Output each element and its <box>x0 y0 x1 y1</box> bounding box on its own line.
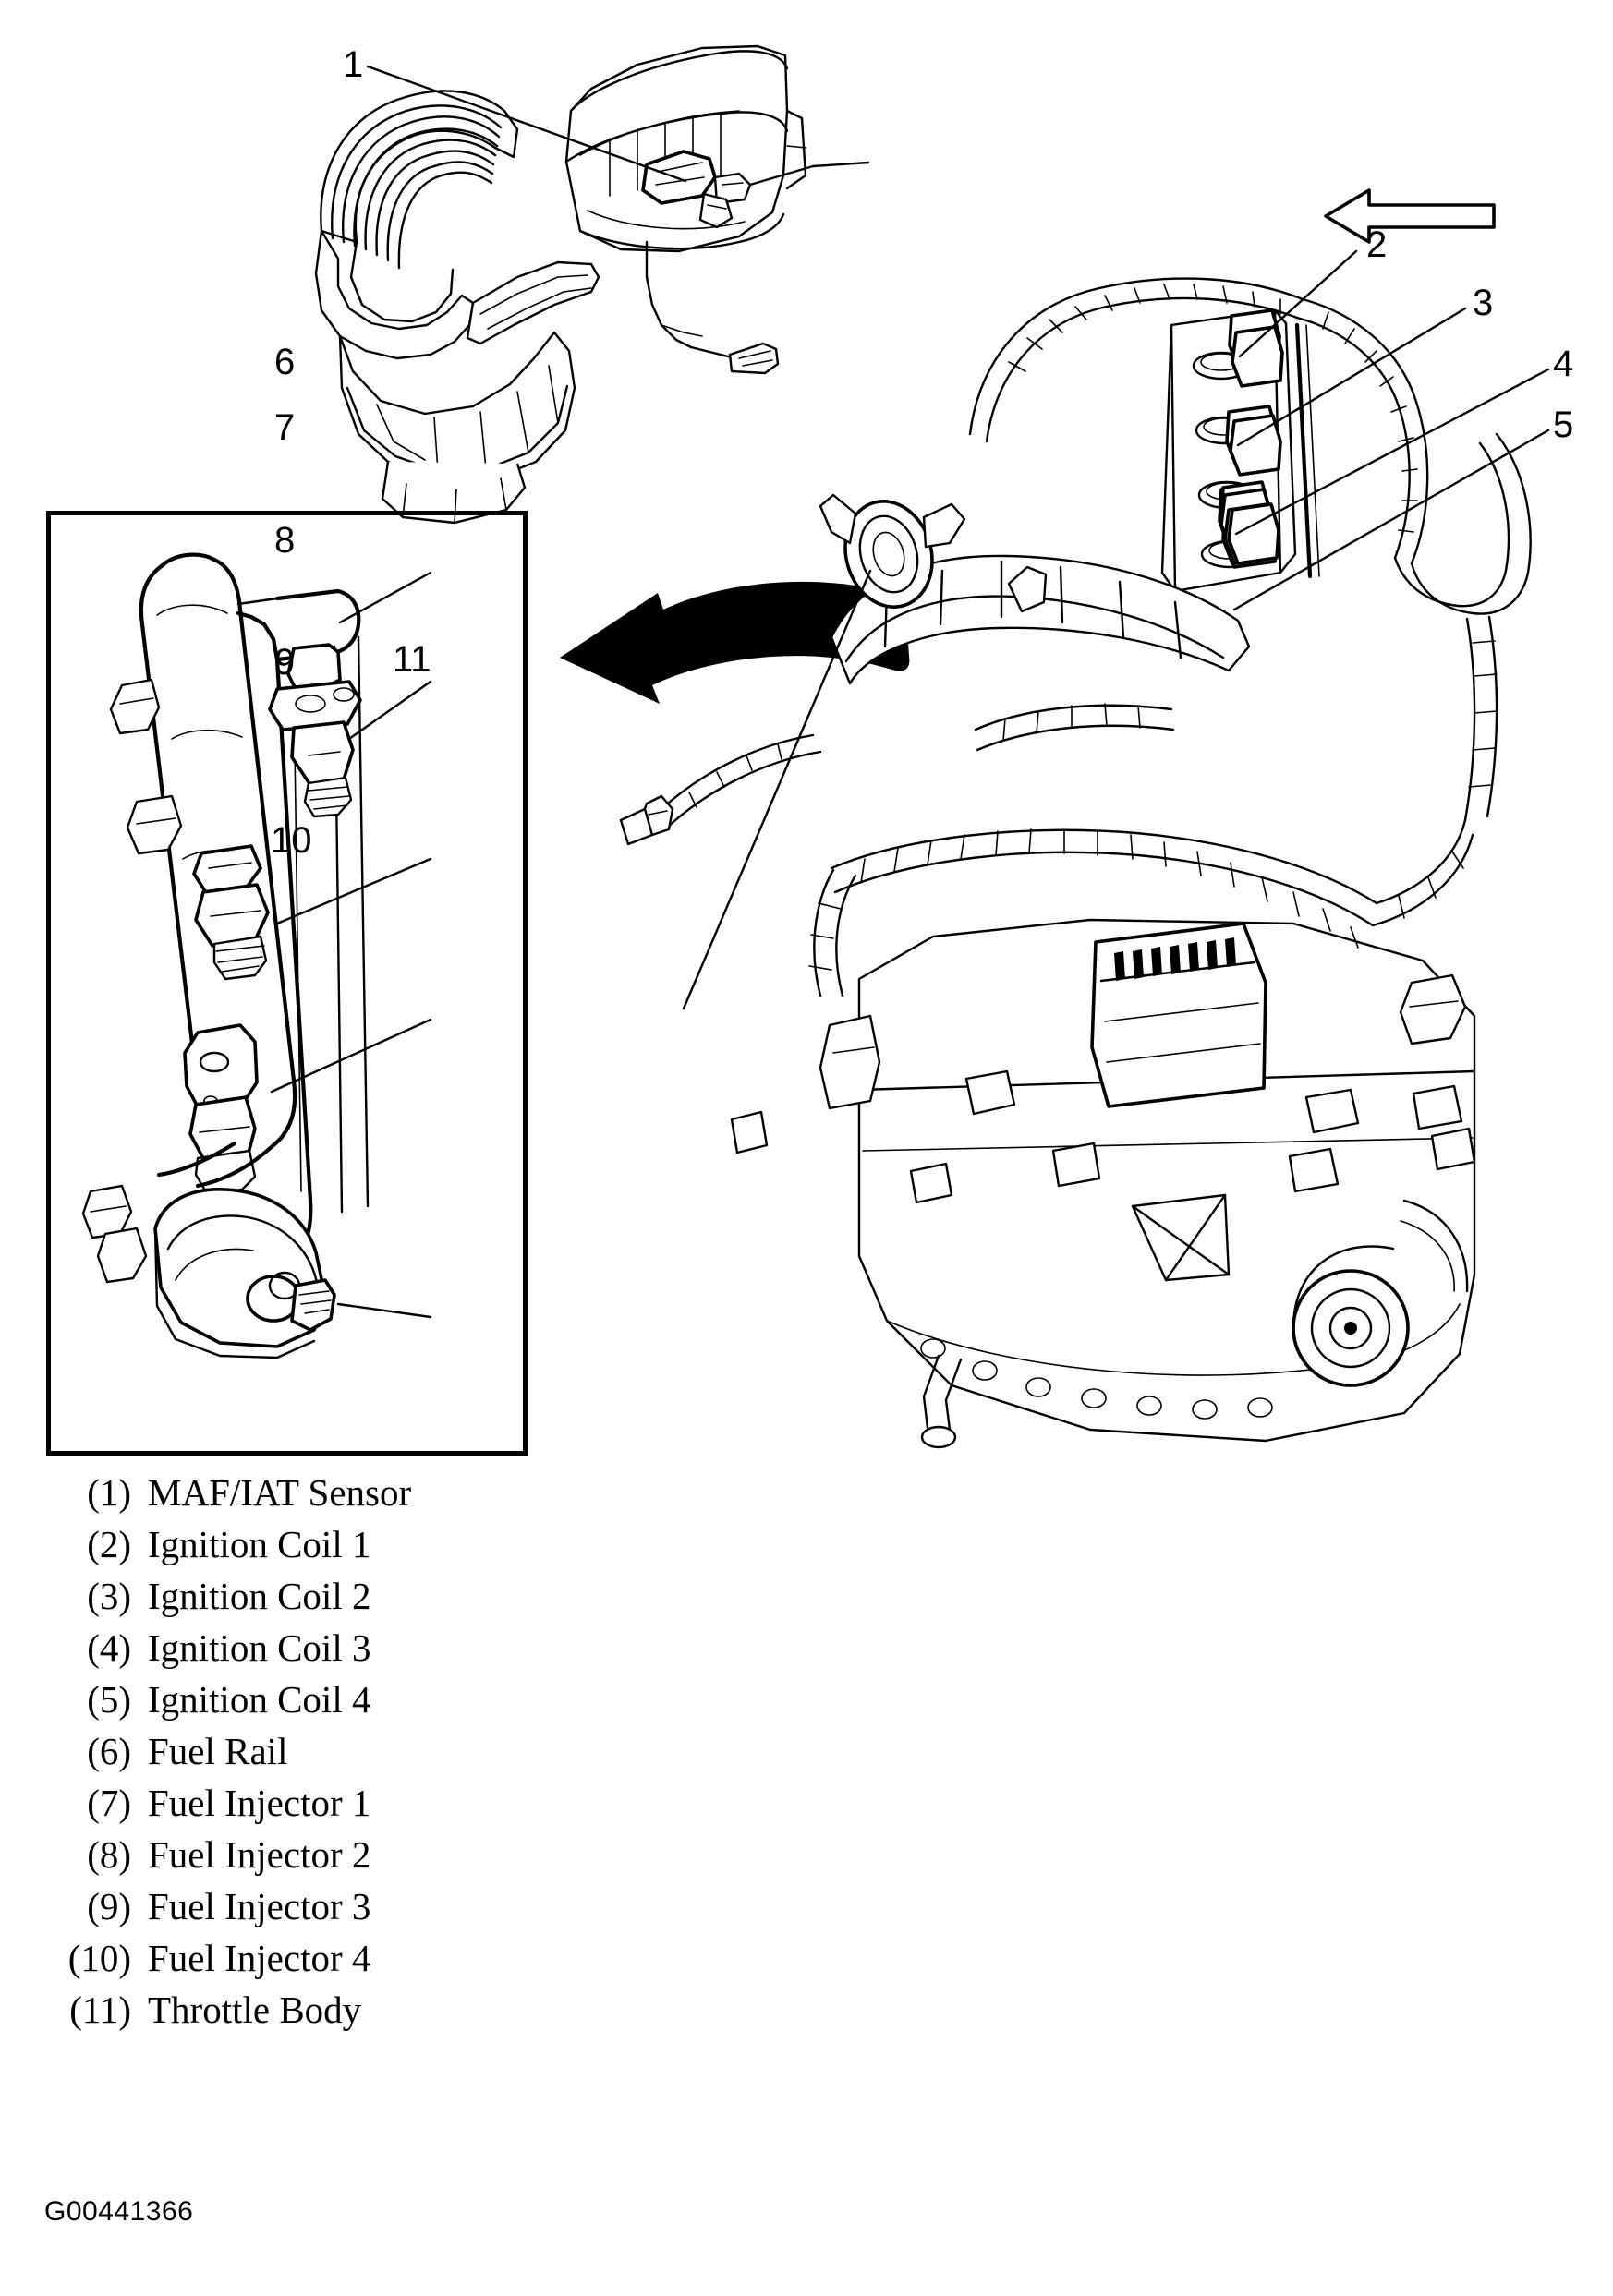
legend-item-5: (5) Ignition Coil 4 <box>44 1677 636 1729</box>
module-connector-pins <box>1114 937 1236 981</box>
legend-item-3: (3) Ignition Coil 2 <box>44 1574 636 1625</box>
coil-blocks <box>1222 308 1281 563</box>
throttle-body <box>819 493 966 609</box>
callout-11: 11 <box>393 639 431 680</box>
legend-number-9: (9) <box>87 1885 131 1927</box>
coil-1-body <box>1223 502 1277 565</box>
oil-pan-bolts <box>920 1338 1273 1420</box>
legend-number-2: (2) <box>87 1523 131 1565</box>
legend-number-6: (6) <box>87 1730 131 1772</box>
curved-detail-arrow <box>560 581 910 704</box>
legend-item-4: (4) Ignition Coil 3 <box>44 1625 636 1677</box>
legend-label-10: Fuel Injector 4 <box>148 1937 371 1979</box>
legend-label-2: Ignition Coil 1 <box>148 1523 371 1565</box>
legend-item-6: (6) Fuel Rail <box>44 1729 636 1781</box>
component-legend: (1) MAF/IAT Sensor (2) Ignition Coil 1 (… <box>44 1470 636 2039</box>
callout-5: 5 <box>1553 405 1574 445</box>
legend-item-8: (8) Fuel Injector 2 <box>44 1832 636 1884</box>
legend-label-5: Ignition Coil 4 <box>148 1678 371 1721</box>
legend-label-1: MAF/IAT Sensor <box>148 1471 412 1514</box>
legend-number-3: (3) <box>87 1575 131 1617</box>
legend-item-10: (10) Fuel Injector 4 <box>44 1936 636 1988</box>
callout-1: 1 <box>343 44 364 85</box>
legend-number-5: (5) <box>87 1678 131 1721</box>
leader-lines-engine <box>1232 249 1550 611</box>
ignition-coil-1 <box>1219 480 1271 547</box>
legend-item-7: (7) Fuel Injector 1 <box>44 1781 636 1832</box>
legend-label-8: Fuel Injector 2 <box>148 1833 371 1876</box>
engine-small-parts <box>730 1069 1476 1204</box>
engine-assembly <box>619 277 1532 1449</box>
front-of-vehicle-arrow <box>1324 188 1496 244</box>
legend-label-3: Ignition Coil 2 <box>148 1575 371 1617</box>
callout-4: 4 <box>1553 344 1574 384</box>
callout-3: 3 <box>1473 283 1494 323</box>
legend-number-7: (7) <box>87 1782 131 1824</box>
legend-number-10: (10) <box>67 1937 131 1979</box>
callout-2: 2 <box>1366 224 1388 265</box>
legend-label-7: Fuel Injector 1 <box>148 1782 371 1824</box>
legend-number-1: (1) <box>87 1471 131 1514</box>
legend-label-11: Throttle Body <box>148 1988 362 2031</box>
legend-label-6: Fuel Rail <box>148 1730 288 1772</box>
legend-number-4: (4) <box>87 1626 131 1669</box>
callout-7: 7 <box>274 407 296 448</box>
callout-6: 6 <box>274 342 296 382</box>
legend-item-2: (2) Ignition Coil 1 <box>44 1522 636 1574</box>
legend-number-11: (11) <box>69 1988 131 2031</box>
callout-9: 9 <box>274 642 296 683</box>
coil-leader-blocks <box>1227 325 1284 565</box>
legend-label-9: Fuel Injector 3 <box>148 1885 371 1927</box>
callout-8: 8 <box>274 520 296 561</box>
fuel-rail-detail-panel <box>46 511 528 1456</box>
air-cleaner-assembly <box>314 44 870 525</box>
legend-label-4: Ignition Coil 3 <box>148 1626 371 1669</box>
legend-item-11: (11) Throttle Body <box>44 1988 636 2039</box>
legend-item-9: (9) Fuel Injector 3 <box>44 1884 636 1936</box>
figure-id-label: G00441366 <box>44 2196 194 2227</box>
legend-item-1: (1) MAF/IAT Sensor <box>44 1470 636 1522</box>
legend-number-8: (8) <box>87 1833 131 1876</box>
callout-10: 10 <box>271 820 312 861</box>
